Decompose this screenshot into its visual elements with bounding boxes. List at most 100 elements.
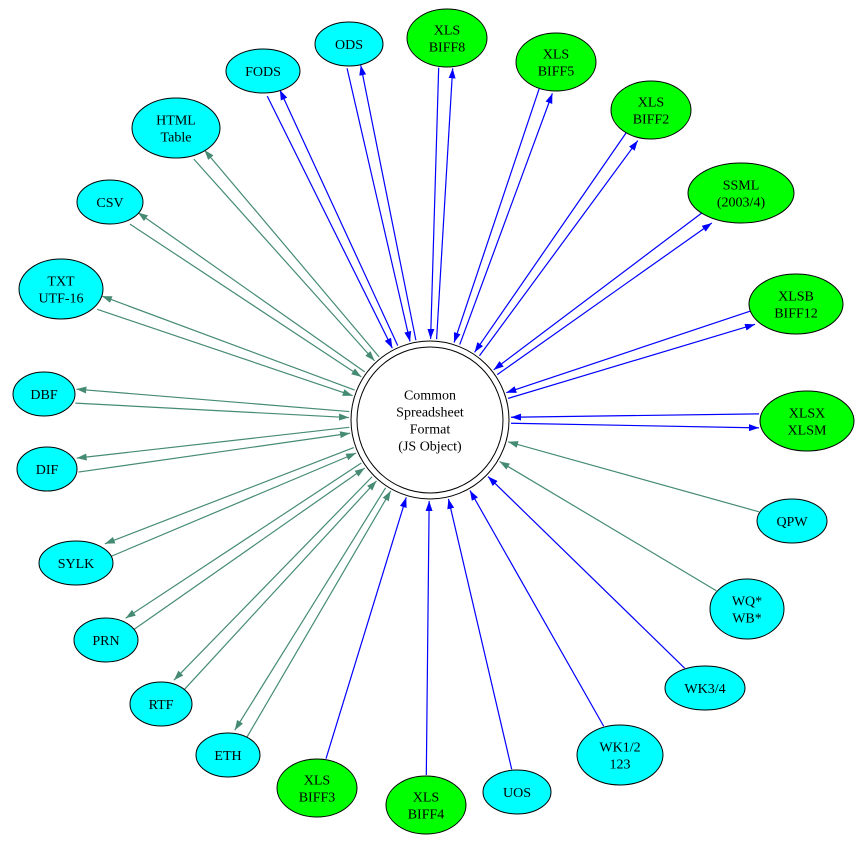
edge-dbf-from-center <box>76 386 350 413</box>
node-fods-label: FODS <box>245 65 281 80</box>
node-eth: ETH <box>195 732 261 778</box>
edge-dbf-to-center <box>75 402 350 421</box>
edge-xls-biff5-from-center <box>459 93 553 345</box>
node-fods-ellipse <box>225 48 301 94</box>
node-xls-biff2-ellipse <box>610 80 692 140</box>
edge-ssml-from-center <box>496 222 713 376</box>
center-node-inner-circle <box>356 346 504 494</box>
node-xls-biff5-ellipse <box>515 32 597 92</box>
edge-eth-from-center <box>234 487 387 731</box>
node-ssml-ellipse <box>687 162 795 224</box>
edge-xls-biff8-to-center <box>427 67 440 339</box>
edge-ssml-to-center <box>493 211 704 371</box>
node-qpw-label: QPW <box>776 515 808 530</box>
node-rtf-ellipse <box>129 681 193 727</box>
node-dbf: DBF <box>12 371 76 417</box>
edge-rtf-from-center <box>173 476 373 681</box>
node-ods: ODS <box>314 21 384 67</box>
edge-wq-wb-to-center <box>499 460 717 592</box>
node-xlsx-xlsm-ellipse <box>759 390 855 452</box>
edge-fods-to-center <box>266 95 393 349</box>
node-wk34-label: WK3/4 <box>684 682 725 697</box>
node-dbf-ellipse <box>12 371 76 417</box>
edge-ods-to-center <box>346 68 412 342</box>
node-xls-biff4-ellipse <box>385 775 467 835</box>
edge-eth-to-center <box>246 490 392 738</box>
edge-xls-biff8-from-center <box>435 68 456 340</box>
edge-xlsx-xlsm-from-center <box>510 422 759 432</box>
node-html-table-ellipse <box>131 97 221 159</box>
node-fods: FODS <box>225 48 301 94</box>
node-sylk-label: SYLK <box>58 557 95 572</box>
edge-rtf-to-center <box>183 480 377 691</box>
node-wk12-123-ellipse <box>576 724 664 786</box>
node-eth-label: ETH <box>214 749 241 764</box>
node-csv-ellipse <box>76 179 144 225</box>
node-dbf-label: DBF <box>30 388 57 403</box>
node-xls-biff3-ellipse <box>276 758 358 818</box>
edge-wk34-to-center <box>487 476 686 669</box>
node-wk34-ellipse <box>664 665 746 711</box>
node-dif: DIF <box>16 446 78 492</box>
edge-sylk-from-center <box>104 446 354 545</box>
node-sylk: SYLK <box>38 540 114 586</box>
node-ods-ellipse <box>314 21 384 67</box>
edge-xlsx-xlsm-to-center <box>510 413 760 421</box>
center-node-outer-circle <box>350 340 510 500</box>
node-xlsb-biff12-ellipse <box>748 273 844 335</box>
node-uos-label: UOS <box>503 786 531 801</box>
edge-txt-utf16-from-center <box>101 295 355 391</box>
node-csv-label: CSV <box>96 196 123 211</box>
node-wk34: WK3/4 <box>664 665 746 711</box>
node-wq-wb: WQ*WB* <box>709 578 785 640</box>
node-ods-label: ODS <box>335 38 363 53</box>
node-wq-wb-ellipse <box>709 578 785 640</box>
edge-fods-from-center <box>279 89 399 346</box>
edge-xlsb-biff12-from-center <box>507 323 756 399</box>
edge-ods-from-center <box>359 65 417 341</box>
edge-prn-to-center <box>133 467 366 631</box>
edge-sylk-to-center <box>109 452 357 558</box>
node-sylk-ellipse <box>38 540 114 586</box>
node-eth-ellipse <box>195 732 261 778</box>
edge-html-table-from-center <box>203 149 380 358</box>
node-ssml-label: SSML(2003/4) <box>717 179 766 211</box>
edge-html-table-to-center <box>193 158 376 362</box>
edge-prn-from-center <box>125 462 362 619</box>
edge-dif-from-center <box>76 426 350 461</box>
node-rtf-label: RTF <box>149 698 174 713</box>
node-csv: CSV <box>76 179 144 225</box>
edge-xls-biff2-from-center <box>478 140 639 357</box>
edge-csv-from-center <box>137 212 366 373</box>
node-qpw: QPW <box>756 498 828 544</box>
node-rtf: RTF <box>129 681 193 727</box>
edge-txt-utf16-to-center <box>97 308 353 397</box>
edge-xlsb-biff12-to-center <box>506 310 752 394</box>
edge-wk12-123-to-center <box>469 490 605 727</box>
edge-xls-biff4-to-center <box>425 500 433 776</box>
node-uos-ellipse <box>482 769 552 815</box>
node-uos: UOS <box>482 769 552 815</box>
node-ssml: SSML(2003/4) <box>687 162 795 224</box>
